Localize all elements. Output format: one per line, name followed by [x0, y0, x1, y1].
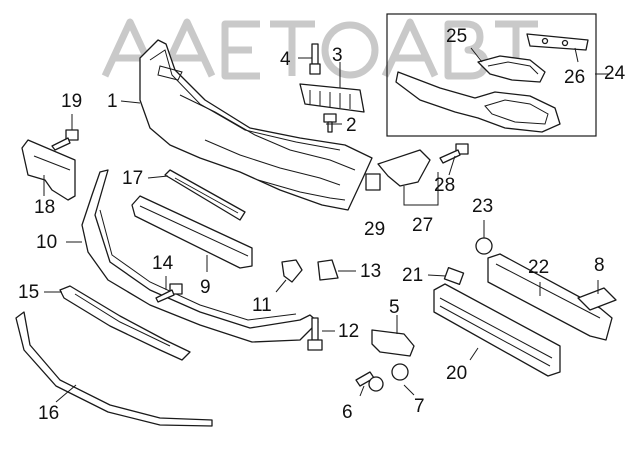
grille-surround-part-24: [395, 71, 561, 133]
callout-28: 28: [434, 175, 456, 196]
callout-2: 2: [346, 115, 357, 136]
bumper-cover-part: [139, 39, 373, 211]
callout-29: 29: [364, 219, 386, 240]
callout-9: 9: [200, 277, 211, 298]
bolt-part-28: [439, 143, 469, 164]
callout-1: 1: [107, 91, 118, 112]
callout-23: 23: [472, 196, 494, 217]
inset-box: [386, 13, 597, 137]
bolt-part-14: [155, 283, 183, 303]
bracket-part-26: [526, 33, 589, 51]
callout-25: 25: [446, 26, 468, 47]
bracket-part-3: [299, 83, 365, 113]
callout-12: 12: [338, 321, 360, 342]
callout-18: 18: [34, 197, 56, 218]
lower-trim-part-15: [59, 285, 191, 361]
trim-part-25: [477, 55, 546, 83]
callout-21: 21: [402, 265, 424, 286]
callout-11: 11: [252, 295, 272, 316]
callout-26: 26: [564, 67, 586, 88]
block-part-21: [443, 266, 465, 286]
callout-24: 24: [604, 63, 626, 84]
callout-17: 17: [122, 168, 144, 189]
bracket-part-5: [371, 329, 415, 357]
clip-part-29: [365, 173, 381, 191]
absorber-part-22: [487, 253, 613, 341]
callout-16: 16: [38, 403, 60, 424]
nut-part-23: [475, 237, 493, 255]
bolt-part-12: [307, 317, 323, 351]
screw-part-6: [355, 371, 384, 392]
bracket-part-27: [377, 149, 431, 187]
clip-part-13: [317, 259, 339, 281]
callout-10: 10: [36, 232, 58, 253]
callout-5: 5: [389, 297, 400, 318]
callout-13: 13: [360, 261, 382, 282]
callout-3: 3: [332, 45, 343, 66]
reinforcement-part-20: [433, 283, 561, 377]
bracket-part-18: [21, 139, 76, 201]
clip-part-11: [281, 259, 303, 283]
callout-15: 15: [18, 282, 40, 303]
callout-6: 6: [342, 402, 353, 423]
leader-lines: [43, 47, 610, 403]
clip-part-4: [309, 43, 321, 75]
callout-14: 14: [152, 253, 174, 274]
callout-19: 19: [61, 91, 83, 112]
callout-7: 7: [414, 396, 425, 417]
callout-8: 8: [594, 255, 605, 276]
watermark-logo: [101, 18, 538, 80]
bolt-part-2: [323, 113, 337, 133]
splitter-part-16: [15, 311, 213, 427]
callout-27: 27: [412, 215, 434, 236]
nut-part-7: [391, 363, 409, 381]
callout-4: 4: [280, 49, 291, 70]
bolt-part-19: [51, 129, 79, 151]
lower-grille-part-9: [131, 195, 253, 269]
callout-20: 20: [446, 363, 468, 384]
callout-22: 22: [528, 257, 550, 278]
plate-part-8: [577, 287, 617, 311]
